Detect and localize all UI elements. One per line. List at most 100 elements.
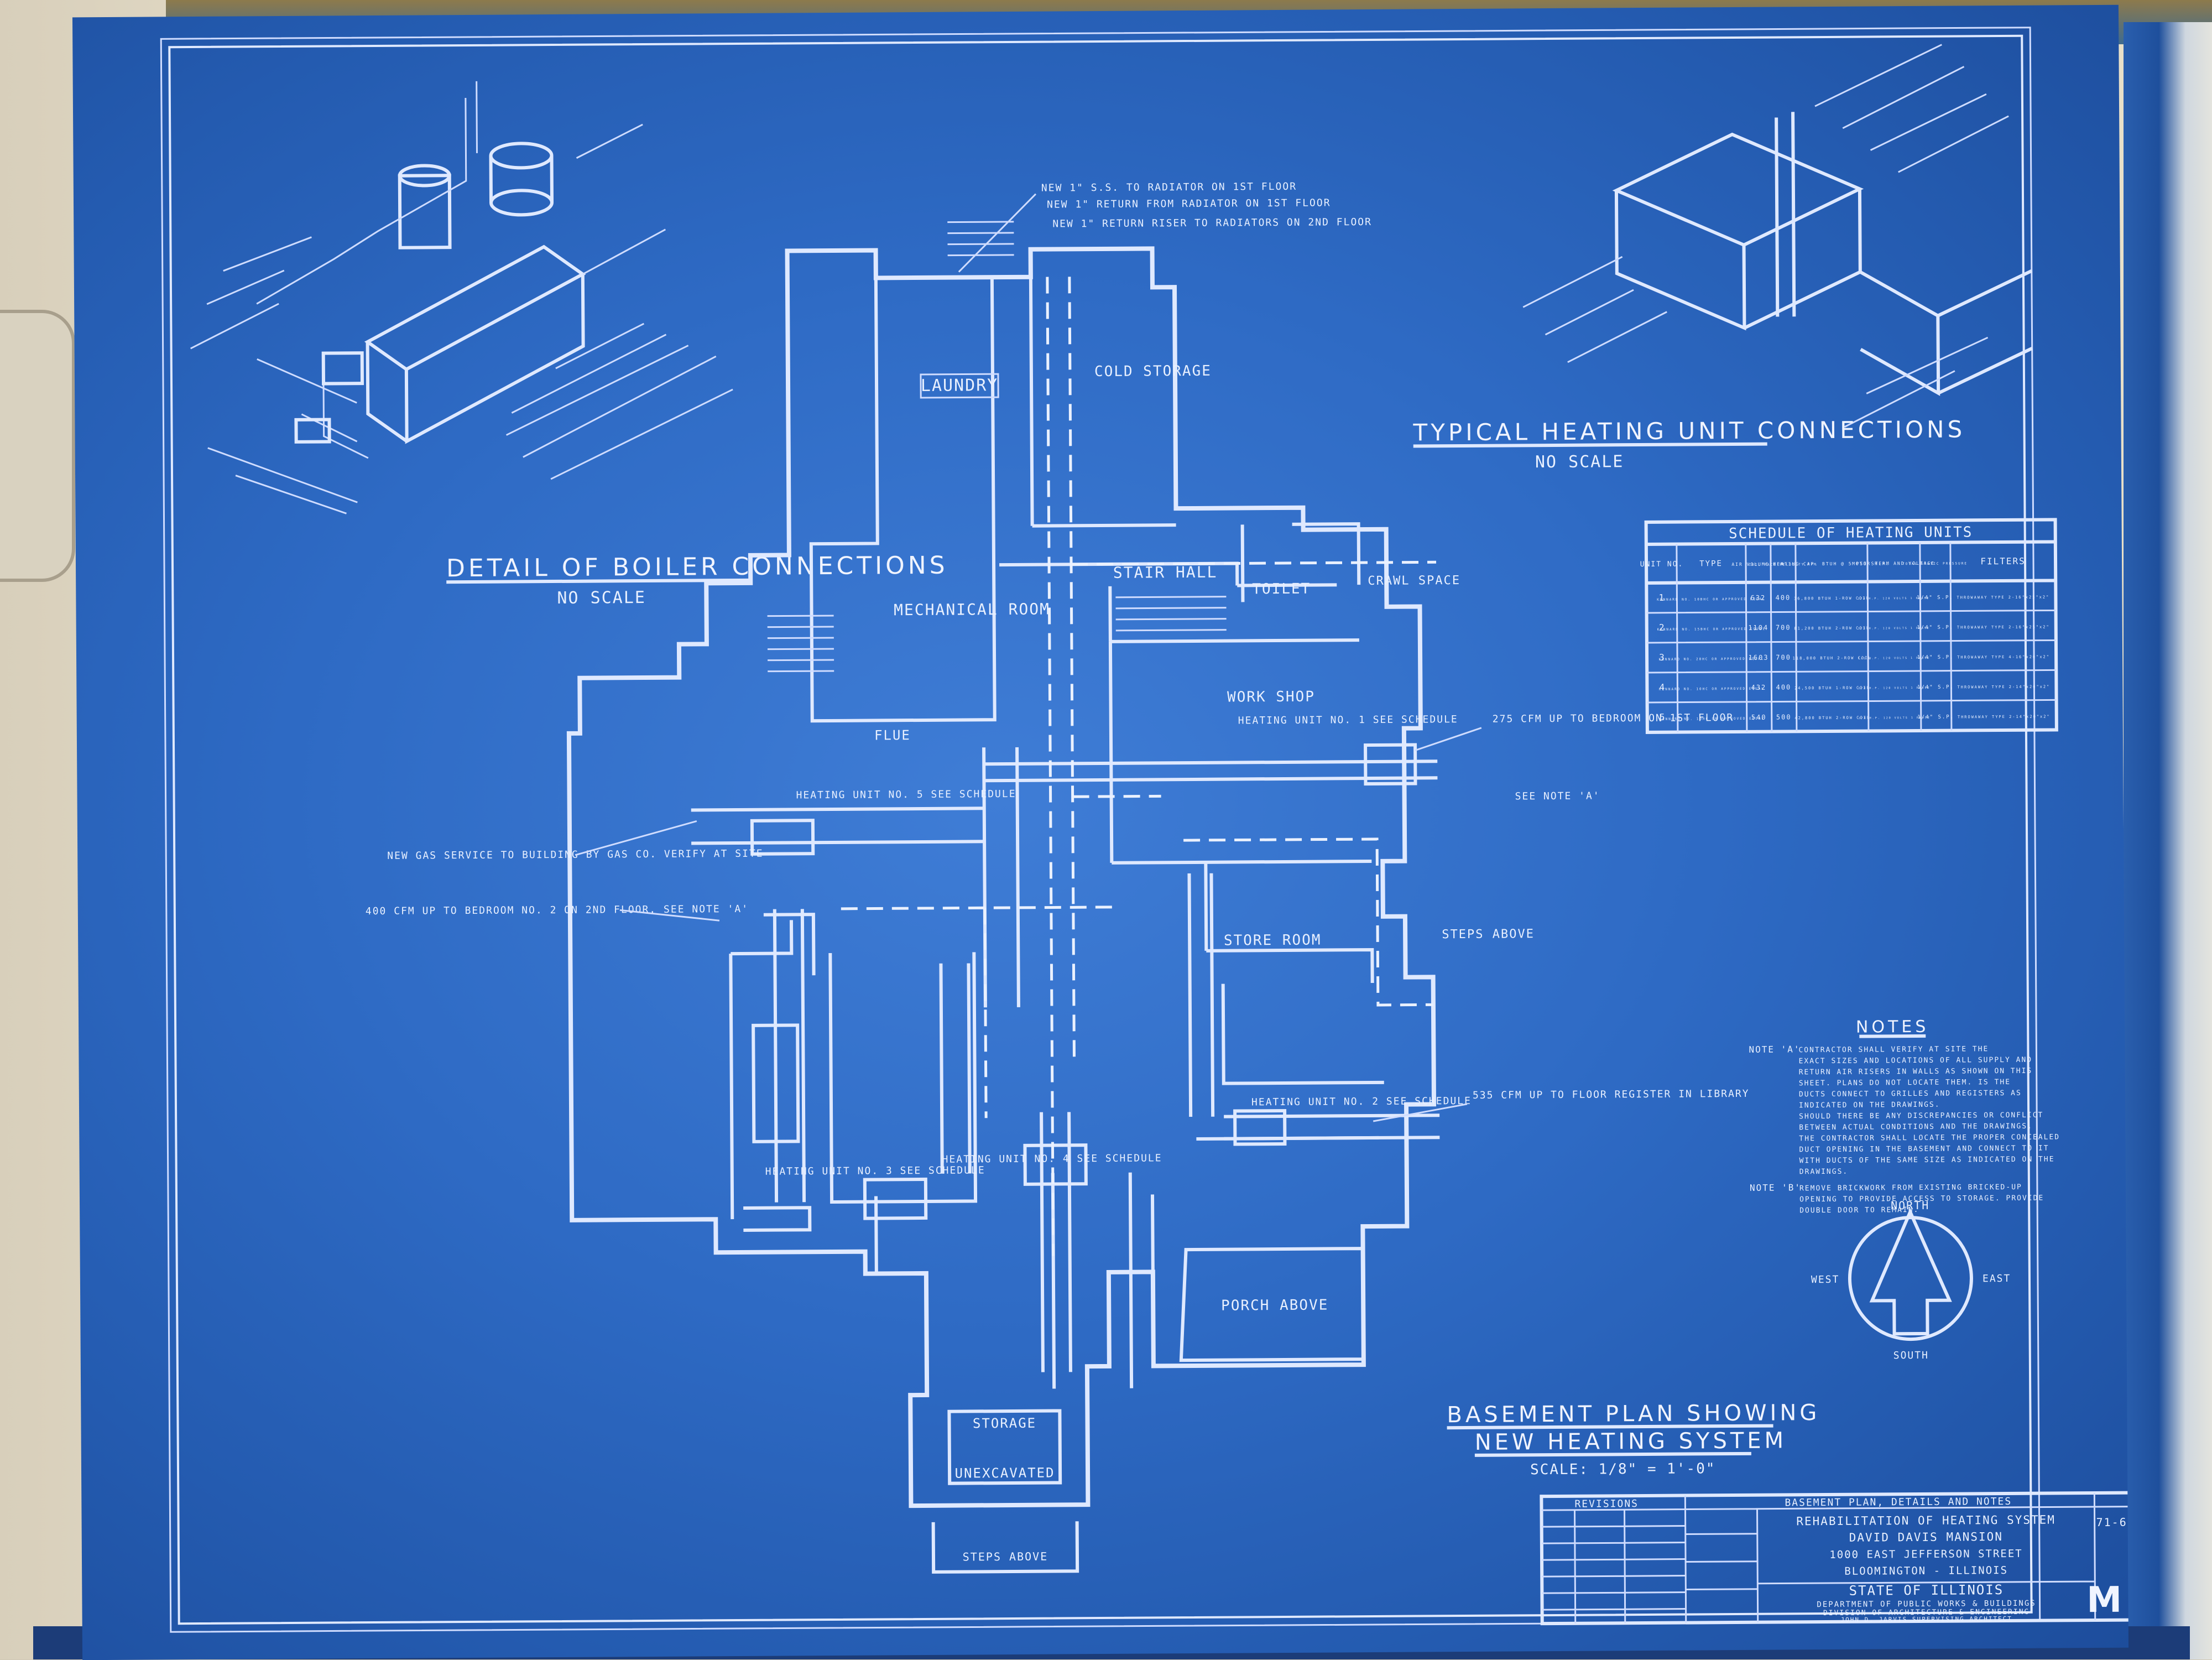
room-label: UNEXCAVATED bbox=[955, 1465, 1055, 1481]
heating-unit-detail-scale: NO SCALE bbox=[1535, 452, 1624, 472]
note-line: CONTRACTOR SHALL VERIFY AT SITE THE bbox=[1798, 1045, 1989, 1054]
title-block: REVISIONS BASEMENT PLAN, DETAILS AND NOT… bbox=[1540, 1491, 2129, 1626]
schedule-cell: 3 bbox=[1659, 652, 1666, 663]
note-line: REMOVE BRICKWORK FROM EXISTING BRICKED-U… bbox=[1799, 1183, 2022, 1193]
schedule-cell: 1104 bbox=[1748, 624, 1768, 632]
schedule-cell: 2 bbox=[1659, 622, 1666, 633]
boiler-detail-title: DETAIL OF BOILER CONNECTIONS bbox=[446, 551, 948, 583]
plan-callout: HEATING UNIT NO. 2 SEE SCHEDULE bbox=[1251, 1095, 1472, 1108]
heating-unit-1 bbox=[1364, 743, 1417, 786]
compass-north: NORTH bbox=[1891, 1199, 1929, 1212]
note-line: DRAWINGS. bbox=[1799, 1168, 1849, 1177]
room-label: PORCH ABOVE bbox=[1221, 1297, 1328, 1314]
compass-south: SOUTH bbox=[1893, 1350, 1929, 1361]
north-arrow: NORTH SOUTH EAST WEST bbox=[1811, 1199, 2011, 1361]
note-line: OPENING TO PROVIDE ACCESS TO STORAGE. PR… bbox=[1799, 1194, 2044, 1204]
plan-callout: 275 CFM UP TO BEDROOM ON 1ST FLOOR bbox=[1493, 712, 1734, 725]
schedule-cell: THROWAWAY TYPE 2-16"x25"x2" bbox=[1957, 625, 2050, 630]
boiler-detail-scale: NO SCALE bbox=[557, 588, 646, 608]
note-line: THE CONTRACTOR SHALL LOCATE THE PROPER C… bbox=[1799, 1133, 2060, 1143]
schedule-cell: 540 bbox=[1751, 714, 1767, 721]
schedule-cell: 42,800 BTUH 2-ROW COIL bbox=[1794, 715, 1870, 720]
room-label: STEPS ABOVE bbox=[1442, 927, 1535, 941]
compass-east: EAST bbox=[1983, 1273, 2011, 1284]
note-b-label: NOTE 'B' bbox=[1750, 1182, 1801, 1193]
room-label: FLUE bbox=[874, 727, 911, 743]
schedule-header: TOTAL STATIC PRESSURE bbox=[1902, 561, 1968, 566]
heating-unit-5 bbox=[750, 819, 815, 856]
schedule-header: COIL FACE VELOCITY FPM bbox=[1749, 563, 1817, 567]
schedule-cell: 24,500 BTUH 1-ROW COIL bbox=[1794, 685, 1870, 690]
plan-title-line1: BASEMENT PLAN SHOWING bbox=[1447, 1400, 1820, 1428]
note-line: EXACT SIZES AND LOCATIONS OF ALL SUPPLY … bbox=[1799, 1056, 2033, 1066]
notes-title: NOTES bbox=[1856, 1017, 1929, 1037]
schedule-cell: THROWAWAY TYPE 2-14"x20"x2" bbox=[1958, 685, 2051, 690]
schedule-header: TYPE bbox=[1699, 559, 1723, 568]
schedule-cell: 500 bbox=[1776, 713, 1792, 721]
heating-unit-4 bbox=[1023, 1143, 1088, 1186]
heating-unit-detail-drawing: TYPICAL HEATING UNIT CONNECTIONS NO SCAL… bbox=[1412, 44, 2033, 472]
title-block-header: BASEMENT PLAN, DETAILS AND NOTES bbox=[1785, 1496, 2012, 1509]
plan-callout: HEATING UNIT NO. 3 SEE SCHEDULE bbox=[765, 1164, 985, 1177]
schedule-cell: 36,800 BTUH 1-ROW COIL bbox=[1794, 596, 1870, 601]
schedule-cell: 1/4" S.P. bbox=[1917, 715, 1954, 720]
schedule-cell: 1/8 H.P. 120 VOLTS 1 PHASE bbox=[1858, 686, 1930, 690]
schedule-cell: 632 bbox=[1751, 594, 1766, 602]
stacked-sheets-edge bbox=[2124, 22, 2212, 1659]
room-label: STORE ROOM bbox=[1224, 932, 1322, 949]
schedule-cell: 432 bbox=[1751, 684, 1767, 691]
heating-unit-detail-title: TYPICAL HEATING UNIT CONNECTIONS bbox=[1412, 415, 1965, 446]
schedule-cell: KENNARD NO. 20HC OR APPROVED EQUAL bbox=[1659, 657, 1765, 662]
schedule-cell: 1/4" S.P. bbox=[1917, 685, 1954, 690]
title-block-building: DAVID DAVIS MANSION bbox=[1849, 1530, 2003, 1544]
plan-title-line2: NEW HEATING SYSTEM bbox=[1475, 1428, 1787, 1455]
plan-callout: HEATING UNIT NO. 5 SEE SCHEDULE bbox=[796, 788, 1016, 801]
blueprint-sheet: DETAIL OF BOILER CONNECTIONS NO SCALE TY… bbox=[72, 4, 2129, 1660]
note-line: BETWEEN ACTUAL CONDITIONS AND THE DRAWIN… bbox=[1799, 1122, 2033, 1132]
schedule-cell: 700 bbox=[1776, 623, 1791, 631]
schedule-cell: 1/3 H.P. 120 VOLTS 1 PHASE bbox=[1858, 627, 1930, 631]
plan-callout: NEW 1" S.S. TO RADIATOR ON 1ST FLOOR bbox=[1041, 181, 1297, 194]
room-label: TOILET bbox=[1252, 581, 1311, 598]
schedule-cell: 4 bbox=[1660, 682, 1666, 693]
room-label: CRAWL SPACE bbox=[1368, 574, 1460, 588]
note-line: DUCTS CONNECT TO GRILLES AND REGISTERS A… bbox=[1799, 1089, 2022, 1099]
heating-units-schedule: SCHEDULE OF HEATING UNITS UNIT NO. TYPE … bbox=[1640, 518, 2058, 734]
blueprint-drawing: DETAIL OF BOILER CONNECTIONS NO SCALE TY… bbox=[160, 27, 2129, 1633]
schedule-cell: THROWAWAY TYPE 2-16"x25"x2" bbox=[1957, 595, 2050, 600]
title-block-state: STATE OF ILLINOIS bbox=[1849, 1582, 2004, 1599]
schedule-cell: 81,200 BTUH 2-ROW COIL bbox=[1794, 626, 1870, 631]
sheet-inner-border bbox=[168, 34, 2033, 1625]
schedule-cell: 700 bbox=[1776, 653, 1791, 661]
revisions-label: REVISIONS bbox=[1574, 1498, 1639, 1510]
plan-scale: SCALE: 1/8" = 1'-0" bbox=[1530, 1460, 1716, 1478]
schedule-cell: 5 bbox=[1660, 712, 1666, 722]
project-number: 71-664 bbox=[2096, 1516, 2128, 1529]
schedule-header: HEATING CAP. BTUH @ 5 PSI STEAM bbox=[1773, 561, 1890, 566]
plan-callout: HEATING UNIT NO. 1 SEE SCHEDULE bbox=[1238, 714, 1458, 726]
schedule-title: SCHEDULE OF HEATING UNITS bbox=[1729, 524, 1973, 542]
plan-callout: NEW 1" RETURN FROM RADIATOR ON 1ST FLOOR bbox=[1047, 197, 1331, 210]
note-line: DUCT OPENING IN THE BASEMENT AND CONNECT… bbox=[1799, 1144, 2049, 1154]
title-block-project: REHABILITATION OF HEATING SYSTEM bbox=[1796, 1513, 2056, 1528]
room-label: STEPS ABOVE bbox=[963, 1550, 1048, 1564]
basement-floor-plan: LAUNDRY COLD STORAGE MECHANICAL ROOM STA… bbox=[366, 181, 1820, 1574]
schedule-cell: 1 bbox=[1659, 592, 1666, 603]
schedule-cell: 1/4" S.P. bbox=[1917, 595, 1954, 601]
title-block-city: BLOOMINGTON - ILLINOIS bbox=[1844, 1564, 2008, 1578]
schedule-header: AIR VOLUME CFM bbox=[1731, 561, 1784, 567]
title-block-architect: JOHN D. JARVIS SUPERVISING ARCHITECT bbox=[1840, 1615, 2012, 1623]
schedule-cell: 400 bbox=[1776, 683, 1792, 691]
note-line: DOUBLE DOOR TO REMAIN. bbox=[1799, 1206, 1919, 1215]
plan-callout: NEW 1" RETURN RISER TO RADIATORS ON 2ND … bbox=[1052, 216, 1372, 230]
note-a-label: NOTE 'A' bbox=[1749, 1044, 1800, 1055]
heating-unit-3 bbox=[863, 1177, 928, 1220]
plan-callout: 400 CFM UP TO BEDROOM NO. 2 ON 2ND FLOOR… bbox=[366, 903, 749, 917]
schedule-header: UNIT NO. bbox=[1640, 560, 1684, 569]
room-label: MECHANICAL ROOM bbox=[894, 600, 1050, 620]
note-line: SHOULD THERE BE ANY DISCREPANCIES OR CON… bbox=[1799, 1111, 2043, 1121]
schedule-cell: 1/4 H.P. 120 VOLTS 1 PHASE bbox=[1858, 597, 1929, 601]
sheet-border bbox=[160, 27, 2041, 1633]
plan-callout: 535 CFM UP TO FLOOR REGISTER IN LIBRARY bbox=[1473, 1088, 1750, 1101]
sheet-number: M1 bbox=[2086, 1579, 2128, 1621]
